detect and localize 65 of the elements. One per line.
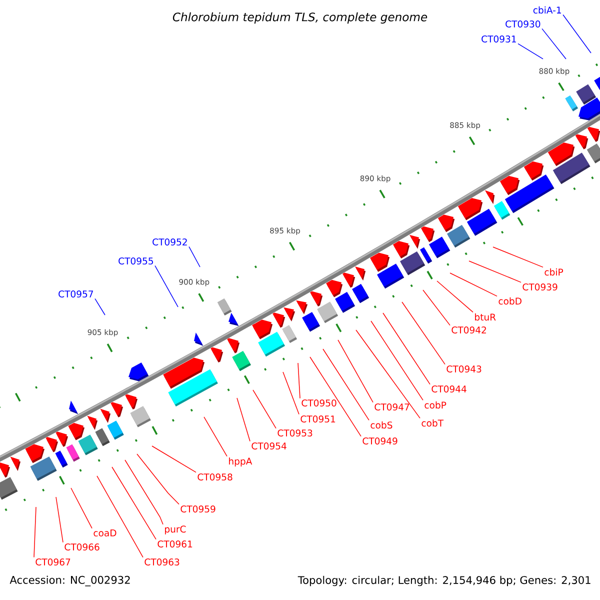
topology-text: Topology: circular; Length: 2,154,946 bp; Genes: 2,301 <box>298 576 590 586</box>
leader-line <box>468 260 522 283</box>
leader-line <box>322 348 370 421</box>
leader-line <box>492 246 544 268</box>
gene-label: CT0949 <box>362 438 398 444</box>
gene-label: CT0959 <box>180 506 216 512</box>
gene-label: cobT <box>422 419 444 427</box>
title: Chlorobium tepidum TLS, complete genome <box>172 12 428 24</box>
leader-line <box>562 14 592 54</box>
gene-label: purC <box>165 526 186 534</box>
leader-line <box>94 298 106 316</box>
gene-label: CT0930 <box>506 20 540 28</box>
leader-line <box>56 496 64 543</box>
gene-label: CT0939 <box>522 284 558 290</box>
accession-text: Accession: NC_002932 <box>10 576 130 586</box>
leader-line <box>96 476 144 558</box>
gene-label: CT0943 <box>446 366 482 372</box>
leader-line <box>34 506 36 558</box>
leader-line <box>252 390 276 429</box>
gene-label: CT0953 <box>278 430 312 436</box>
leader-line <box>338 340 374 403</box>
gene-label: CT0966 <box>64 544 100 550</box>
leader-line <box>382 312 430 385</box>
leader-line <box>152 446 196 473</box>
leader-line <box>310 356 362 437</box>
leader-line <box>112 466 156 540</box>
leader-line <box>298 362 300 399</box>
gene-label: hppA <box>229 458 252 466</box>
leader-line <box>370 320 424 401</box>
gene-label: cobP <box>424 401 446 409</box>
leader-line <box>188 246 200 268</box>
gene-label: CT0957 <box>58 290 93 298</box>
gene-label: CT0967 <box>36 558 70 566</box>
leader-line <box>356 330 420 419</box>
leader-line <box>542 28 566 60</box>
leader-line <box>70 488 92 529</box>
leader-line <box>204 416 228 457</box>
leader-line <box>422 290 450 326</box>
gene-label: cobS <box>370 421 392 429</box>
gene-label: btuR <box>475 313 496 321</box>
leader-line <box>136 454 180 505</box>
gene-label: coaD <box>94 530 116 536</box>
leader-line <box>124 460 164 525</box>
leader-line <box>282 372 300 415</box>
leader-line <box>518 43 544 60</box>
gene-label: CT0963 <box>144 558 180 566</box>
gene-label: CT0951 <box>300 416 336 422</box>
gene-label: CT0952 <box>152 238 187 246</box>
gene-label: CT0950 <box>302 400 336 406</box>
gene-label: CT0947 <box>374 404 410 410</box>
gene-label: CT0955 <box>118 258 153 264</box>
leader-line <box>154 265 178 308</box>
leader-line <box>436 280 474 313</box>
gene-label: CT0954 <box>252 442 286 450</box>
gene-label: CT0942 <box>452 326 486 334</box>
leader-line <box>402 302 446 365</box>
gene-label: CT0931 <box>482 36 516 42</box>
leader-line <box>450 272 498 297</box>
gene-label: CT0958 <box>198 474 232 480</box>
gene-label: cbiP <box>544 268 564 276</box>
leader-line <box>236 398 250 442</box>
gene-label: CT0944 <box>432 386 466 392</box>
gene-label: CT0961 <box>158 540 192 548</box>
gene-label: cobD <box>498 297 522 305</box>
gene-label: cbiA-1 <box>533 6 561 14</box>
